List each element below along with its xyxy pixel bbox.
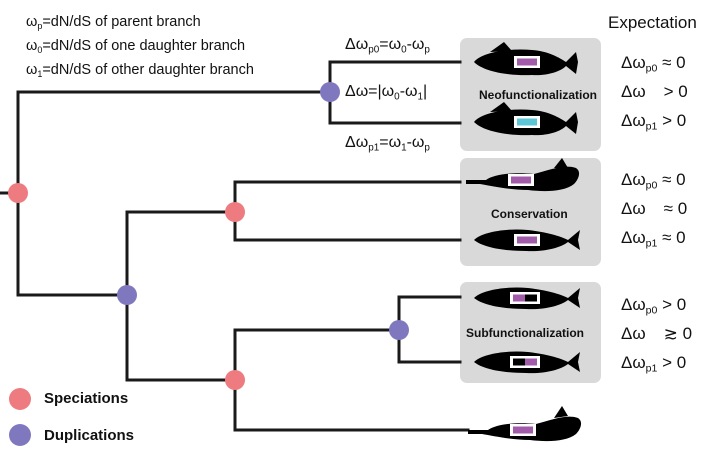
expectation-item: Δωp0 ≈ 0	[621, 170, 686, 192]
expectation-item: Δωp1 ≈ 0	[621, 228, 686, 250]
speciation-legend-dot	[9, 388, 31, 410]
speciation-legend-label: Speciations	[44, 390, 129, 407]
fish-icon	[466, 158, 580, 192]
speciation-node-conservation	[225, 202, 245, 222]
delta-p1-label: Δωp1=ω1-ωp	[345, 134, 430, 154]
fish-icon	[474, 42, 578, 76]
delta-abs-label: Δω=|ω0-ω1|	[345, 83, 428, 103]
speciation-node-lower	[225, 370, 245, 390]
definition-parent: ωp=dN/dS of parent branch	[26, 14, 201, 32]
expectation-item: Δω> 0	[621, 82, 688, 101]
duplication-legend-dot	[9, 424, 31, 446]
definition-daughter-1: ω1=dN/dS of other daughter branch	[26, 62, 254, 80]
expectation-item: Δωp0 > 0	[621, 295, 687, 317]
expectation-item: Δωp1 > 0	[621, 111, 687, 133]
expectation-item: Δω≈ 0	[621, 199, 688, 218]
group-label-subfunctionalization: Subfunctionalization	[466, 326, 584, 340]
expectation-title: Expectation	[608, 13, 697, 32]
speciation-node-root	[8, 183, 28, 203]
expectation-item: Δωp0 ≈ 0	[621, 53, 686, 75]
definition-daughter-0: ω0=dN/dS of one daughter branch	[26, 38, 246, 56]
fish-icon	[474, 287, 580, 310]
duplication-node-top	[320, 82, 340, 102]
fish-icon	[474, 229, 580, 252]
expectation-item: Δω≳ 0	[621, 324, 693, 343]
duplication-legend-label: Duplications	[44, 427, 135, 444]
duplication-node-mid	[117, 285, 137, 305]
fish-icon	[468, 406, 582, 442]
fish-icon	[474, 102, 578, 136]
expectation-item: Δωp1 > 0	[621, 353, 687, 375]
group-label-conservation: Conservation	[491, 207, 568, 221]
group-label-neofunctionalization: Neofunctionalization	[479, 88, 597, 102]
fish-icon	[474, 351, 580, 374]
delta-p0-label: Δωp0=ω0-ωp	[345, 36, 430, 56]
duplication-node-subfunc	[389, 320, 409, 340]
